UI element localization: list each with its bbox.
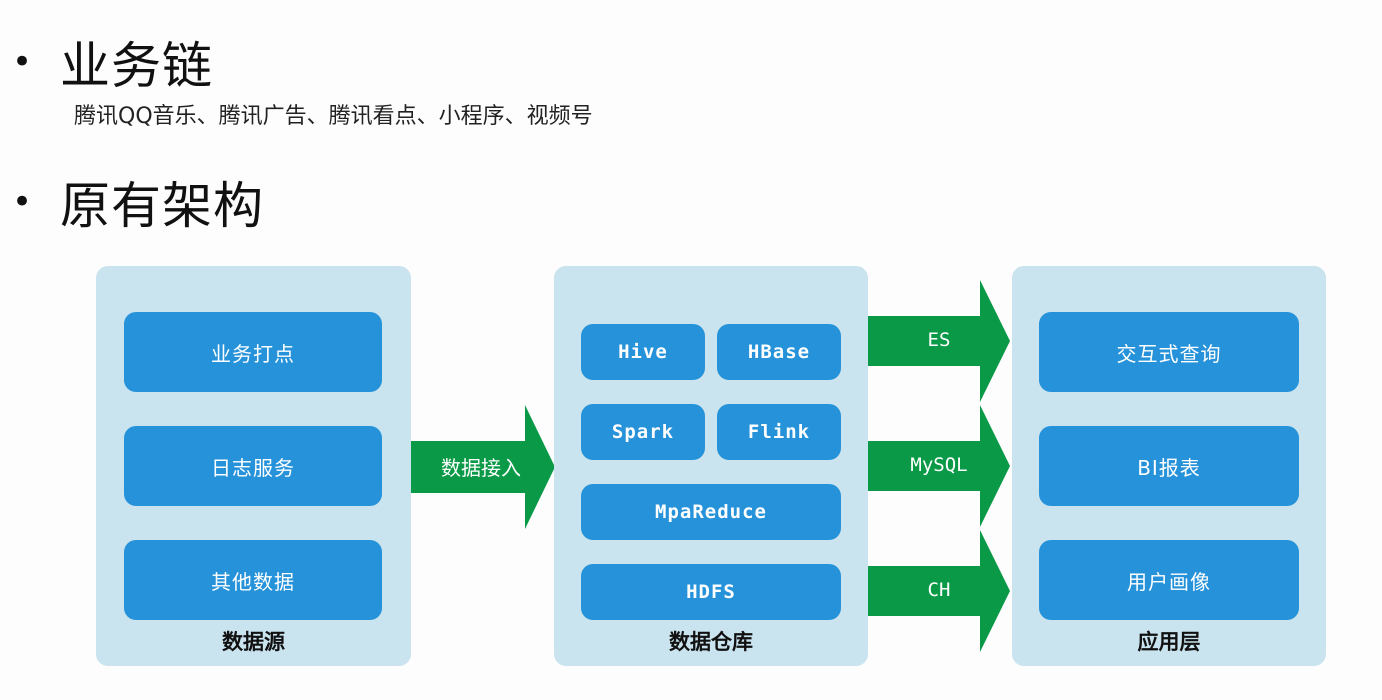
bullet-icon: • (12, 42, 33, 82)
business-chain-list: 腾讯QQ音乐、腾讯广告、腾讯看点、小程序、视频号 (74, 104, 593, 129)
data-source-panel: 业务打点 日志服务 其他数据 数据源 (96, 266, 411, 666)
mysql-arrow-label: MySQL (910, 454, 968, 476)
warehouse-box-spark: Spark (581, 404, 705, 460)
section-original-architecture: • 原有架构 (12, 172, 264, 235)
app-box-user-profile: 用户画像 (1039, 540, 1299, 620)
app-box-interactive-query: 交互式查询 (1039, 312, 1299, 392)
heading-business-chain: 业务链 (60, 37, 213, 95)
ingest-arrow-label: 数据接入 (441, 456, 521, 480)
es-arrow-label: ES (927, 329, 951, 351)
source-box-tracking: 业务打点 (124, 312, 382, 392)
ch-arrow-icon (868, 530, 1010, 652)
ch-arrow-label: CH (927, 579, 951, 601)
data-warehouse-label: 数据仓库 (669, 630, 753, 654)
es-arrow-icon (868, 280, 1010, 402)
warehouse-box-hdfs: HDFS (581, 564, 841, 620)
warehouse-box-flink: Flink (717, 404, 841, 460)
warehouse-box-hbase: HBase (717, 324, 841, 380)
source-box-other-data: 其他数据 (124, 540, 382, 620)
application-layer-panel: 交互式查询 BI报表 用户画像 应用层 (1012, 266, 1326, 666)
warehouse-box-mapreduce: MpaReduce (581, 484, 841, 540)
mysql-arrow-icon (868, 405, 1010, 527)
heading-original-architecture: 原有架构 (60, 177, 264, 235)
warehouse-box-hive: Hive (581, 324, 705, 380)
source-box-log-service: 日志服务 (124, 426, 382, 506)
section-business-chain: • 业务链 (12, 32, 213, 95)
application-layer-label: 应用层 (1137, 630, 1201, 654)
app-box-bi-report: BI报表 (1039, 426, 1299, 506)
ingest-arrow-icon (411, 405, 555, 529)
data-source-label: 数据源 (222, 630, 285, 654)
data-warehouse-panel: Hive HBase Spark Flink MpaReduce HDFS 数据… (554, 266, 868, 666)
bullet-icon: • (12, 182, 33, 222)
